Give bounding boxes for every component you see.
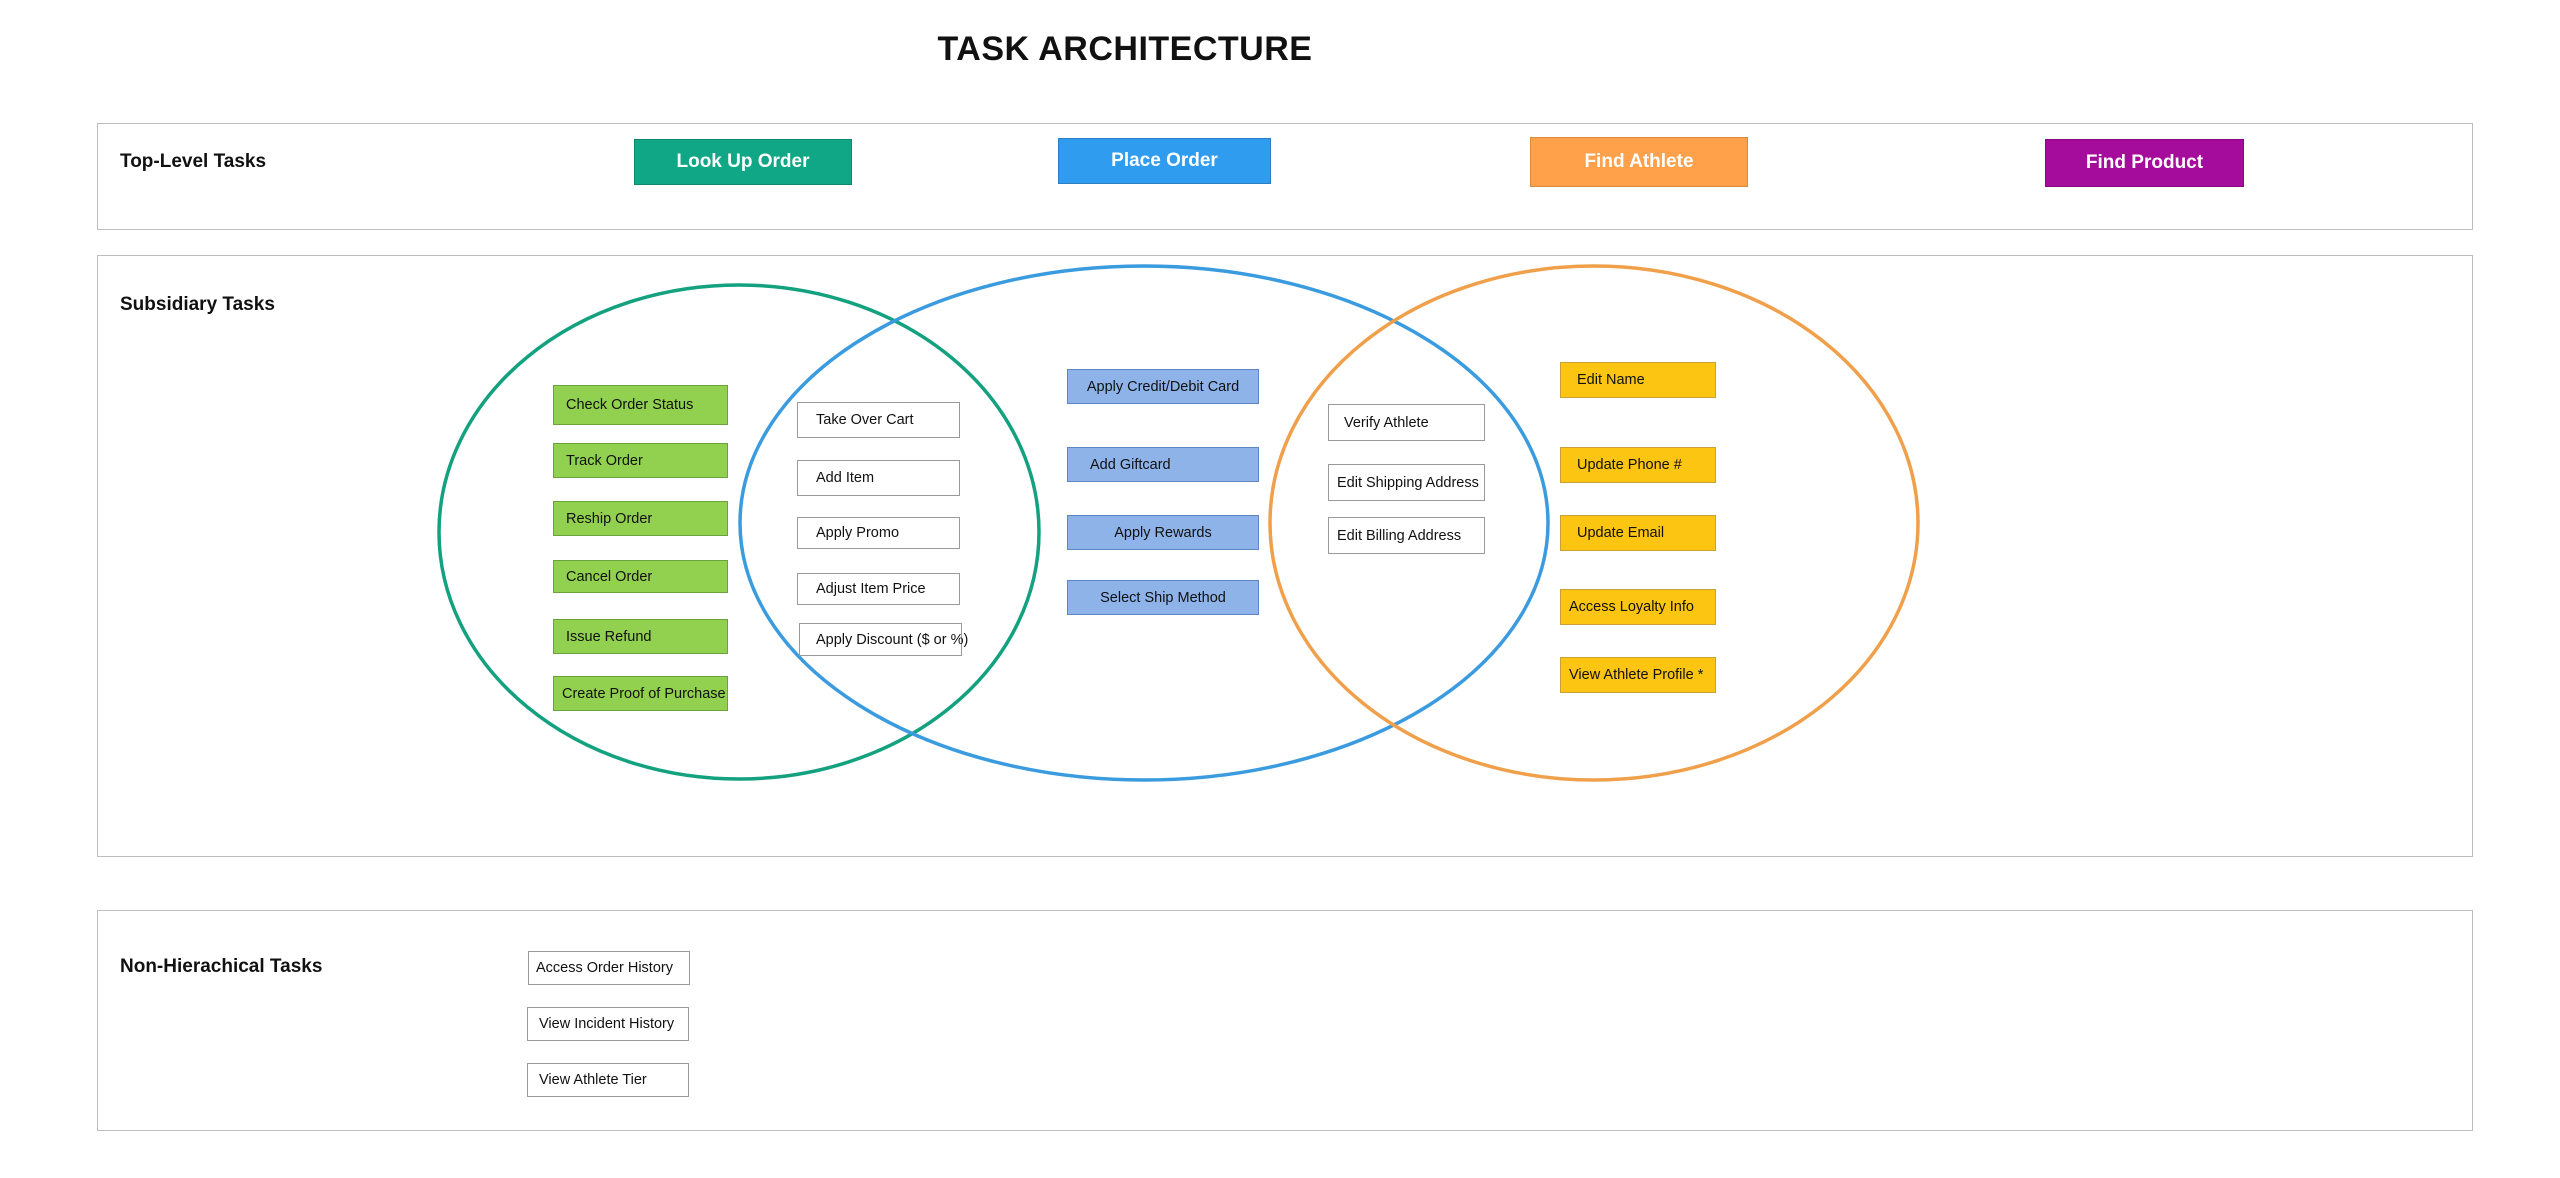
task-apply-discount[interactable]: Apply Discount ($ or %) [799,623,968,656]
task-apply-credit-debit-card[interactable]: Apply Credit/Debit Card [1067,369,1259,404]
place-order-circle [738,264,1550,782]
page-title: TASK ARCHITECTURE [937,30,1313,68]
task-reship-order[interactable]: Reship Order [553,501,728,536]
place-order-button[interactable]: Place Order [1058,138,1271,184]
task-adjust-item-price[interactable]: Adjust Item Price [797,573,960,605]
task-verify-athlete[interactable]: Verify Athlete [1328,404,1485,441]
task-access-order-history[interactable]: Access Order History [528,951,690,985]
find-product-button[interactable]: Find Product [2045,139,2244,187]
task-edit-shipping-address[interactable]: Edit Shipping Address [1328,464,1485,501]
find-athlete-circle [1268,264,1920,782]
non-hierarchical-label: Non-Hierachical Tasks [120,956,323,977]
subsidiary-label: Subsidiary Tasks [120,294,275,315]
task-view-athlete-tier[interactable]: View Athlete Tier [527,1063,689,1097]
find-athlete-button[interactable]: Find Athlete [1530,137,1748,187]
look-up-order-button[interactable]: Look Up Order [634,139,852,185]
task-view-incident-history[interactable]: View Incident History [527,1007,689,1041]
task-issue-refund[interactable]: Issue Refund [553,619,728,654]
task-add-item[interactable]: Add Item [797,460,960,496]
task-track-order[interactable]: Track Order [553,443,728,478]
task-select-ship-method[interactable]: Select Ship Method [1067,580,1259,615]
task-edit-name[interactable]: Edit Name [1560,362,1716,398]
top-level-section [97,123,2473,230]
task-check-order-status[interactable]: Check Order Status [553,385,728,425]
task-create-proof-of-purchase[interactable]: Create Proof of Purchase [553,676,728,711]
task-edit-billing-address[interactable]: Edit Billing Address [1328,517,1485,554]
task-apply-rewards[interactable]: Apply Rewards [1067,515,1259,550]
task-cancel-order[interactable]: Cancel Order [553,560,728,593]
non-hierarchical-section [97,910,2473,1131]
task-update-email[interactable]: Update Email [1560,515,1716,551]
subsidiary-section [97,255,2473,857]
task-take-over-cart[interactable]: Take Over Cart [797,402,960,438]
top-level-label: Top-Level Tasks [120,151,267,172]
task-update-phone[interactable]: Update Phone # [1560,447,1716,483]
look-up-order-circle [437,283,1041,781]
task-access-loyalty-info[interactable]: Access Loyalty Info [1560,589,1716,625]
task-apply-promo[interactable]: Apply Promo [797,517,960,549]
task-view-athlete-profile[interactable]: View Athlete Profile * [1560,657,1716,693]
task-add-giftcard[interactable]: Add Giftcard [1067,447,1259,482]
